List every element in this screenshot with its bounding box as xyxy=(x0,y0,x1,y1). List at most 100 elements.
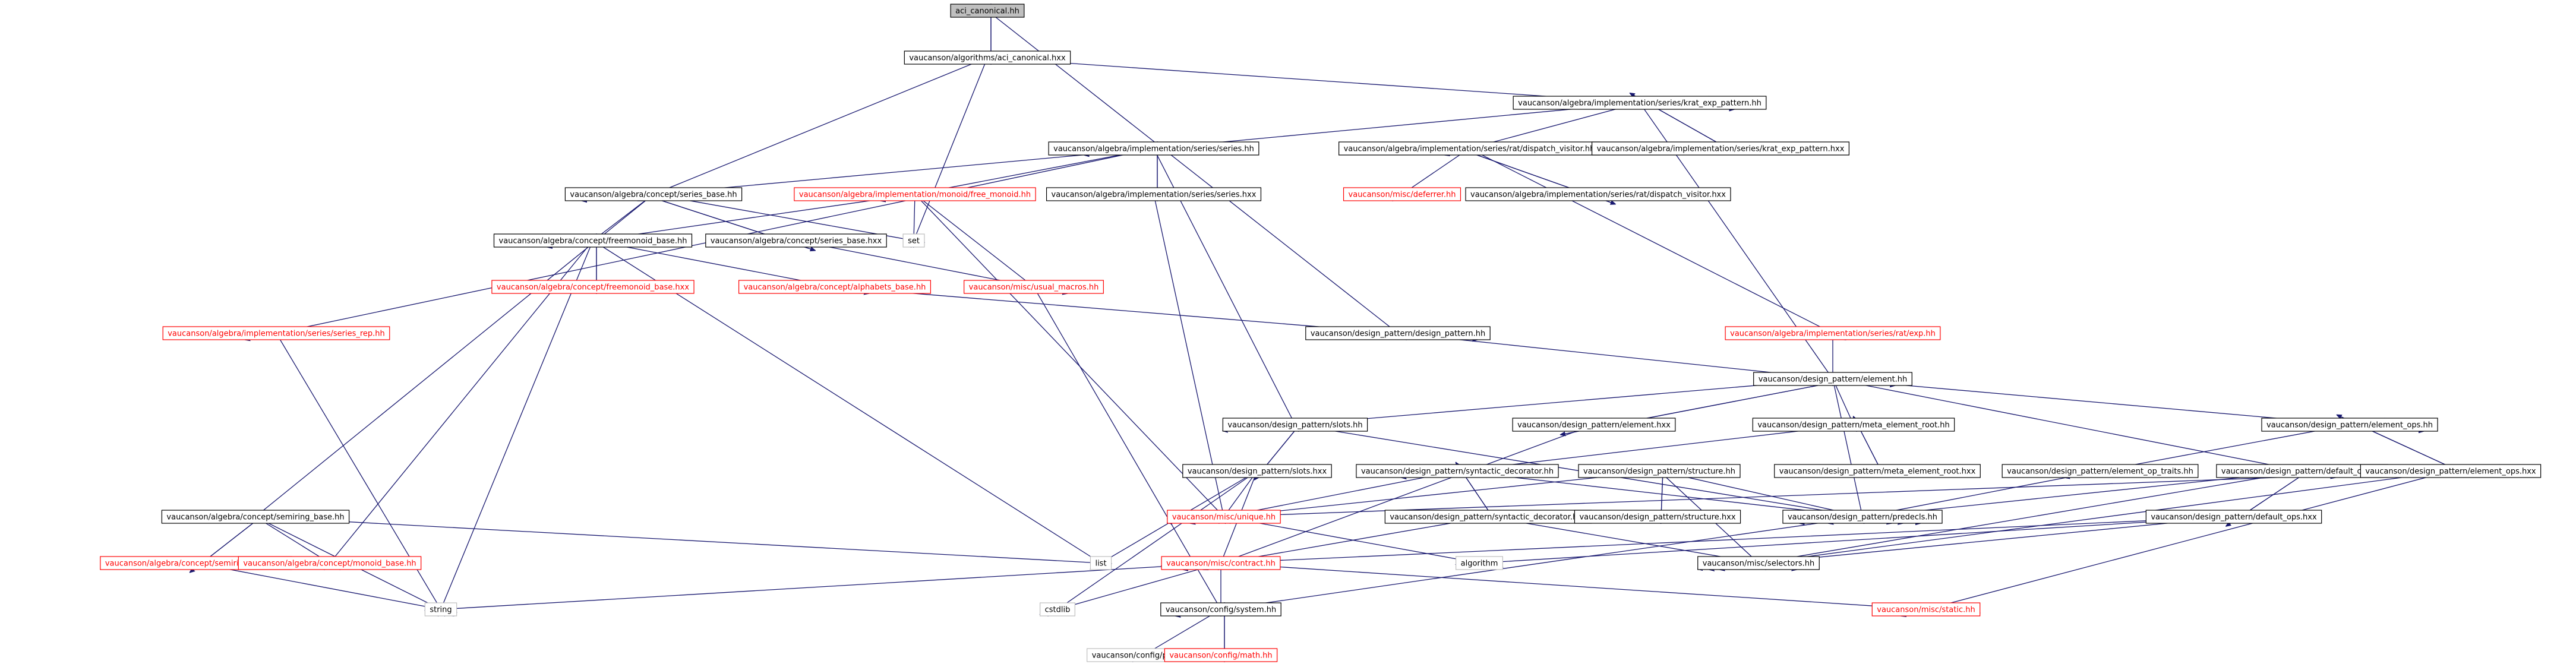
node-label: vaucanson/algebra/concept/alphabets_base… xyxy=(744,283,926,292)
node-vaucanson-design-pattern-default-ops-hxx[interactable]: vaucanson/design_pattern/default_ops.hxx xyxy=(2145,510,2322,524)
node-vaucanson-algebra-implementation-series-rat-exp-hh[interactable]: vaucanson/algebra/implementation/series/… xyxy=(1725,326,1941,340)
node-box xyxy=(491,280,694,294)
node-vaucanson-design-pattern-slots-hh[interactable]: vaucanson/design_pattern/slots.hh xyxy=(1222,418,1368,432)
node-label: vaucanson/design_pattern/structure.hxx xyxy=(1579,513,1735,522)
node-vaucanson-algebra-concept-monoid-base-hh[interactable]: vaucanson/algebra/concept/monoid_base.hh xyxy=(238,556,422,570)
node-algorithm[interactable]: algorithm xyxy=(1456,556,1503,570)
node-vaucanson-design-pattern-slots-hxx[interactable]: vaucanson/design_pattern/slots.hxx xyxy=(1182,464,1332,478)
node-box xyxy=(1356,464,1559,478)
node-label: vaucanson/design_pattern/slots.hxx xyxy=(1188,467,1327,476)
node-vaucanson-algebra-concept-series-base-hxx[interactable]: vaucanson/algebra/concept/series_base.hx… xyxy=(705,233,887,248)
node-vaucanson-design-pattern-element-op-traits-hh[interactable]: vaucanson/design_pattern/element_op_trai… xyxy=(2002,464,2199,478)
node-label: vaucanson/design_pattern/meta_element_ro… xyxy=(1757,421,1949,430)
node-box xyxy=(493,233,693,248)
node-vaucanson-algebra-implementation-series-series-hh[interactable]: vaucanson/algebra/implementation/series/… xyxy=(1048,141,1259,156)
node-label: vaucanson/algebra/implementation/series/… xyxy=(1730,330,1936,339)
node-label: vaucanson/algebra/implementation/series/… xyxy=(1597,145,1845,154)
node-vaucanson-algebra-implementation-series-krat-exp-pattern-hh[interactable]: vaucanson/algebra/implementation/series/… xyxy=(1513,96,1767,110)
node-label: aci_canonical.hh xyxy=(955,7,1019,16)
node-vaucanson-config-math-hh[interactable]: vaucanson/config/math.hh xyxy=(1164,648,1278,662)
node-cstdlib[interactable]: cstdlib xyxy=(1040,602,1075,617)
node-vaucanson-algebra-concept-freemonoid-base-hxx[interactable]: vaucanson/algebra/concept/freemonoid_bas… xyxy=(491,280,694,294)
node-vaucanson-algebra-implementation-series-rat-dispatch-visitor-hxx[interactable]: vaucanson/algebra/implementation/series/… xyxy=(1465,187,1731,201)
node-vaucanson-algebra-implementation-series-series-hxx[interactable]: vaucanson/algebra/implementation/series/… xyxy=(1046,187,1262,201)
node-vaucanson-config-system-hh[interactable]: vaucanson/config/system.hh xyxy=(1160,602,1281,617)
node-label: vaucanson/design_pattern/slots.hh xyxy=(1227,421,1362,430)
node-vaucanson-design-pattern-meta-element-root-hxx[interactable]: vaucanson/design_pattern/meta_element_ro… xyxy=(1774,464,1981,478)
node-label: vaucanson/misc/contract.hh xyxy=(1166,559,1276,568)
node-vaucanson-misc-contract-hh[interactable]: vaucanson/misc/contract.hh xyxy=(1161,556,1281,570)
node-vaucanson-misc-unique-hh[interactable]: vaucanson/misc/unique.hh xyxy=(1167,510,1281,524)
edge-n8-to-n17 xyxy=(906,187,1042,293)
node-label: vaucanson/algebra/implementation/series/… xyxy=(1053,145,1254,154)
node-vaucanson-misc-selectors-hh[interactable]: vaucanson/misc/selectors.hh xyxy=(1697,556,1820,570)
edge-n5-to-n20 xyxy=(1456,141,1845,340)
node-box xyxy=(1774,464,1981,478)
node-vaucanson-design-pattern-syntactic-decorator-hxx[interactable]: vaucanson/design_pattern/syntactic_decor… xyxy=(1384,510,1592,524)
edge-n32-to-n44 xyxy=(1709,464,2500,570)
node-box xyxy=(1090,556,1112,570)
node-label: vaucanson/algebra/implementation/series/… xyxy=(1470,191,1726,200)
node-vaucanson-algebra-implementation-series-series-rep-hh[interactable]: vaucanson/algebra/implementation/series/… xyxy=(162,326,390,340)
edge-n32-to-n48 xyxy=(1901,464,2476,616)
node-box xyxy=(794,187,1036,201)
node-box xyxy=(1753,372,1912,386)
node-set[interactable]: set xyxy=(902,233,925,248)
edge-n21-to-n31 xyxy=(1799,372,2335,478)
node-vaucanson-algorithms-aci-canonical-hxx[interactable]: vaucanson/algorithms/aci_canonical.hxx xyxy=(904,50,1071,65)
node-box xyxy=(2145,510,2322,524)
node-label: set xyxy=(908,237,920,246)
node-label: vaucanson/misc/static.hh xyxy=(1877,606,1975,615)
node-box xyxy=(1167,510,1281,524)
edge-n18-to-n45 xyxy=(272,326,444,616)
node-box xyxy=(1465,187,1731,201)
node-box xyxy=(1048,141,1259,156)
node-box xyxy=(1161,556,1281,570)
node-vaucanson-algebra-implementation-series-krat-exp-pattern-hxx[interactable]: vaucanson/algebra/implementation/series/… xyxy=(1591,141,1850,156)
node-label: vaucanson/misc/deferrer.hh xyxy=(1349,191,1456,200)
node-aci-canonical-hh[interactable]: aci_canonical.hh xyxy=(950,4,1025,18)
node-vaucanson-design-pattern-element-ops-hh[interactable]: vaucanson/design_pattern/element_ops.hh xyxy=(2261,418,2438,432)
node-vaucanson-design-pattern-syntactic-decorator-hh[interactable]: vaucanson/design_pattern/syntactic_decor… xyxy=(1356,464,1559,478)
node-vaucanson-algebra-implementation-series-rat-dispatch-visitor-hh[interactable]: vaucanson/algebra/implementation/series/… xyxy=(1338,141,1600,156)
node-vaucanson-design-pattern-structure-hxx[interactable]: vaucanson/design_pattern/structure.hxx xyxy=(1574,510,1741,524)
node-label: vaucanson/config/system.hh xyxy=(1166,606,1276,615)
node-box xyxy=(2002,464,2199,478)
node-vaucanson-design-pattern-element-ops-hxx[interactable]: vaucanson/design_pattern/element_ops.hxx xyxy=(2360,464,2542,478)
node-box xyxy=(902,233,925,248)
node-vaucanson-algebra-implementation-monoid-free-monoid-hh[interactable]: vaucanson/algebra/implementation/monoid/… xyxy=(794,187,1036,201)
node-string[interactable]: string xyxy=(424,602,457,617)
node-box xyxy=(564,187,743,201)
node-vaucanson-misc-deferrer-hh[interactable]: vaucanson/misc/deferrer.hh xyxy=(1343,187,1461,201)
node-list[interactable]: list xyxy=(1090,556,1112,570)
node-vaucanson-misc-static-hh[interactable]: vaucanson/misc/static.hh xyxy=(1871,602,1981,617)
node-box xyxy=(162,326,390,340)
node-vaucanson-design-pattern-structure-hh[interactable]: vaucanson/design_pattern/structure.hh xyxy=(1578,464,1741,478)
node-box xyxy=(161,510,350,524)
node-box xyxy=(1343,187,1461,201)
edge-n31-to-n44 xyxy=(1720,464,2341,570)
node-label: vaucanson/design_pattern/element.hh xyxy=(1759,375,1908,384)
node-vaucanson-algebra-concept-freemonoid-base-hh[interactable]: vaucanson/algebra/concept/freemonoid_bas… xyxy=(493,233,693,248)
node-vaucanson-design-pattern-element-hh[interactable]: vaucanson/design_pattern/element.hh xyxy=(1753,372,1912,386)
edge-n37-to-n47 xyxy=(1176,510,1908,616)
node-vaucanson-design-pattern-element-hxx[interactable]: vaucanson/design_pattern/element.hxx xyxy=(1512,418,1676,432)
node-box xyxy=(738,280,932,294)
node-box xyxy=(1574,510,1741,524)
node-vaucanson-algebra-concept-alphabets-base-hh[interactable]: vaucanson/algebra/concept/alphabets_base… xyxy=(738,280,932,294)
node-vaucanson-design-pattern-default-ops-hh[interactable]: vaucanson/design_pattern/default_ops.hh xyxy=(2216,464,2388,478)
node-vaucanson-algebra-concept-semiring-base-hh[interactable]: vaucanson/algebra/concept/semiring_base.… xyxy=(161,510,350,524)
node-label: vaucanson/algebra/concept/series_base.hx… xyxy=(711,237,882,246)
node-vaucanson-algebra-concept-series-base-hh[interactable]: vaucanson/algebra/concept/series_base.hh xyxy=(564,187,743,201)
node-box xyxy=(1160,602,1281,617)
node-box xyxy=(1697,556,1820,570)
node-vaucanson-misc-usual-macros-hh[interactable]: vaucanson/misc/usual_macros.hh xyxy=(964,280,1104,294)
edge-n38-to-n42 xyxy=(1161,512,2322,565)
node-vaucanson-design-pattern-predecls-hh[interactable]: vaucanson/design_pattern/predecls.hh xyxy=(1782,510,1943,524)
node-vaucanson-design-pattern-meta-element-root-hh[interactable]: vaucanson/design_pattern/meta_element_ro… xyxy=(1752,418,1955,432)
node-box xyxy=(705,233,887,248)
node-vaucanson-design-pattern-design-pattern-hh[interactable]: vaucanson/design_pattern/design_pattern.… xyxy=(1305,326,1491,340)
node-label: vaucanson/algebra/concept/freemonoid_bas… xyxy=(499,237,687,246)
node-box xyxy=(1305,326,1491,340)
